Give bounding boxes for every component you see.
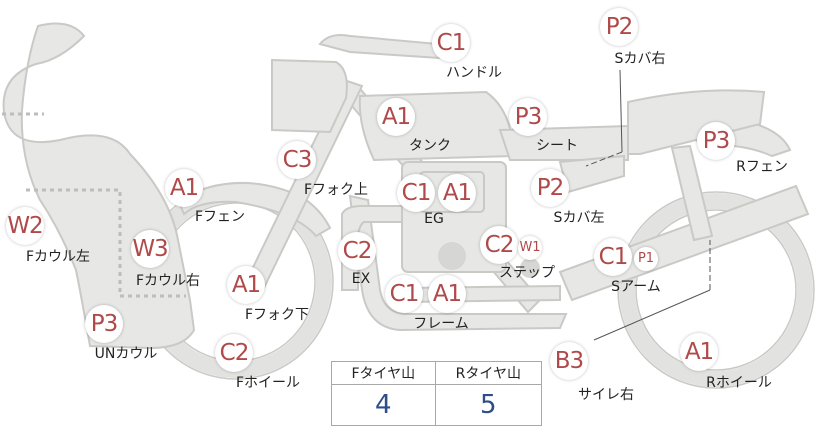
engine-grade-badge-1: C1 — [397, 174, 435, 212]
f-fender-label: Fフェン — [194, 209, 246, 225]
frame-label: フレーム — [413, 316, 469, 332]
f-wheel-grade-badge: C2 — [215, 334, 253, 372]
step-sub-grade-badge: W1 — [518, 236, 542, 260]
seat-cover-r-label: Sカバ右 — [614, 51, 666, 67]
f-fork-upper-label: Fフォク上 — [303, 182, 369, 198]
rear-tyre-header: Rタイヤ山 — [434, 361, 543, 385]
seat-cover-l-label: Sカバ左 — [553, 210, 605, 226]
seat-cover-shape — [558, 154, 625, 194]
f-fork-lower-label: Fフォク下 — [244, 307, 310, 323]
rear-shock-shape — [670, 144, 714, 242]
r-fender-grade-badge: P3 — [697, 122, 735, 160]
cowl-right-grade-badge: W3 — [131, 230, 169, 268]
f-fork-lower-grade-badge: A1 — [227, 266, 265, 304]
swing-arm-grade-badge: C1 — [594, 238, 632, 276]
cowl-left-label: Fカウル左 — [25, 249, 91, 265]
frame-shape — [348, 194, 568, 332]
rear-wheel-shape — [617, 191, 815, 389]
exhaust-label: EX — [351, 271, 371, 287]
r-fender-label: Rフェン — [736, 159, 788, 175]
muffler-r-grade-badge: B3 — [550, 342, 588, 380]
seat-cover-l-grade-badge: P2 — [531, 169, 569, 207]
step-grade-badge: C2 — [480, 226, 518, 264]
f-fender-grade-badge: A1 — [165, 169, 203, 207]
r-wheel-label: Rホイール — [706, 375, 772, 391]
exhaust-grade-badge: C2 — [338, 232, 376, 270]
headlight-shape — [271, 58, 348, 134]
seat-grade-badge: P3 — [509, 98, 547, 136]
muffler-leader — [593, 289, 711, 341]
seat-cover-r-leader-dashed — [585, 151, 623, 167]
engine-grade-badge-2: A1 — [438, 174, 476, 212]
cowl-panel-line-lower — [26, 188, 186, 298]
front-tyre-value: 4 — [331, 384, 436, 426]
seat-cover-r-grade-badge: P2 — [600, 8, 638, 46]
swing-arm-sub-grade-badge: P1 — [634, 247, 658, 271]
f-fork-upper-grade-badge: C3 — [278, 141, 316, 179]
tank-grade-badge: A1 — [377, 98, 415, 136]
cowl-right-label: Fカウル右 — [135, 273, 201, 289]
frame-grade-badge-2: A1 — [428, 275, 466, 313]
handle-label: ハンドル — [446, 65, 502, 81]
handle-grade-badge: C1 — [432, 24, 470, 62]
tyre-tread-table: Fタイヤ山 Rタイヤ山 4 5 — [331, 361, 543, 426]
step-label: ステップ — [499, 265, 555, 281]
rear-tyre-value: 5 — [434, 384, 543, 426]
seat-label: シート — [536, 138, 578, 154]
cowl-left-grade-badge: W2 — [6, 207, 44, 245]
r-wheel-grade-badge: A1 — [680, 333, 718, 371]
front-tyre-header: Fタイヤ山 — [331, 361, 436, 385]
seat-cover-r-leader — [619, 69, 623, 153]
frame-grade-badge-1: C1 — [385, 275, 423, 313]
swing-arm-label: Sアーム — [611, 279, 661, 295]
engine-label: EG — [424, 211, 444, 227]
handlebar-shape — [318, 34, 442, 60]
f-wheel-label: Fホイール — [235, 375, 301, 391]
tail-shape — [627, 89, 766, 155]
tank-label: タンク — [409, 138, 451, 154]
under-cowl-label: UNカウル — [94, 346, 158, 362]
muffler-r-label: サイレ右 — [578, 387, 634, 403]
under-cowl-grade-badge: P3 — [85, 305, 123, 343]
